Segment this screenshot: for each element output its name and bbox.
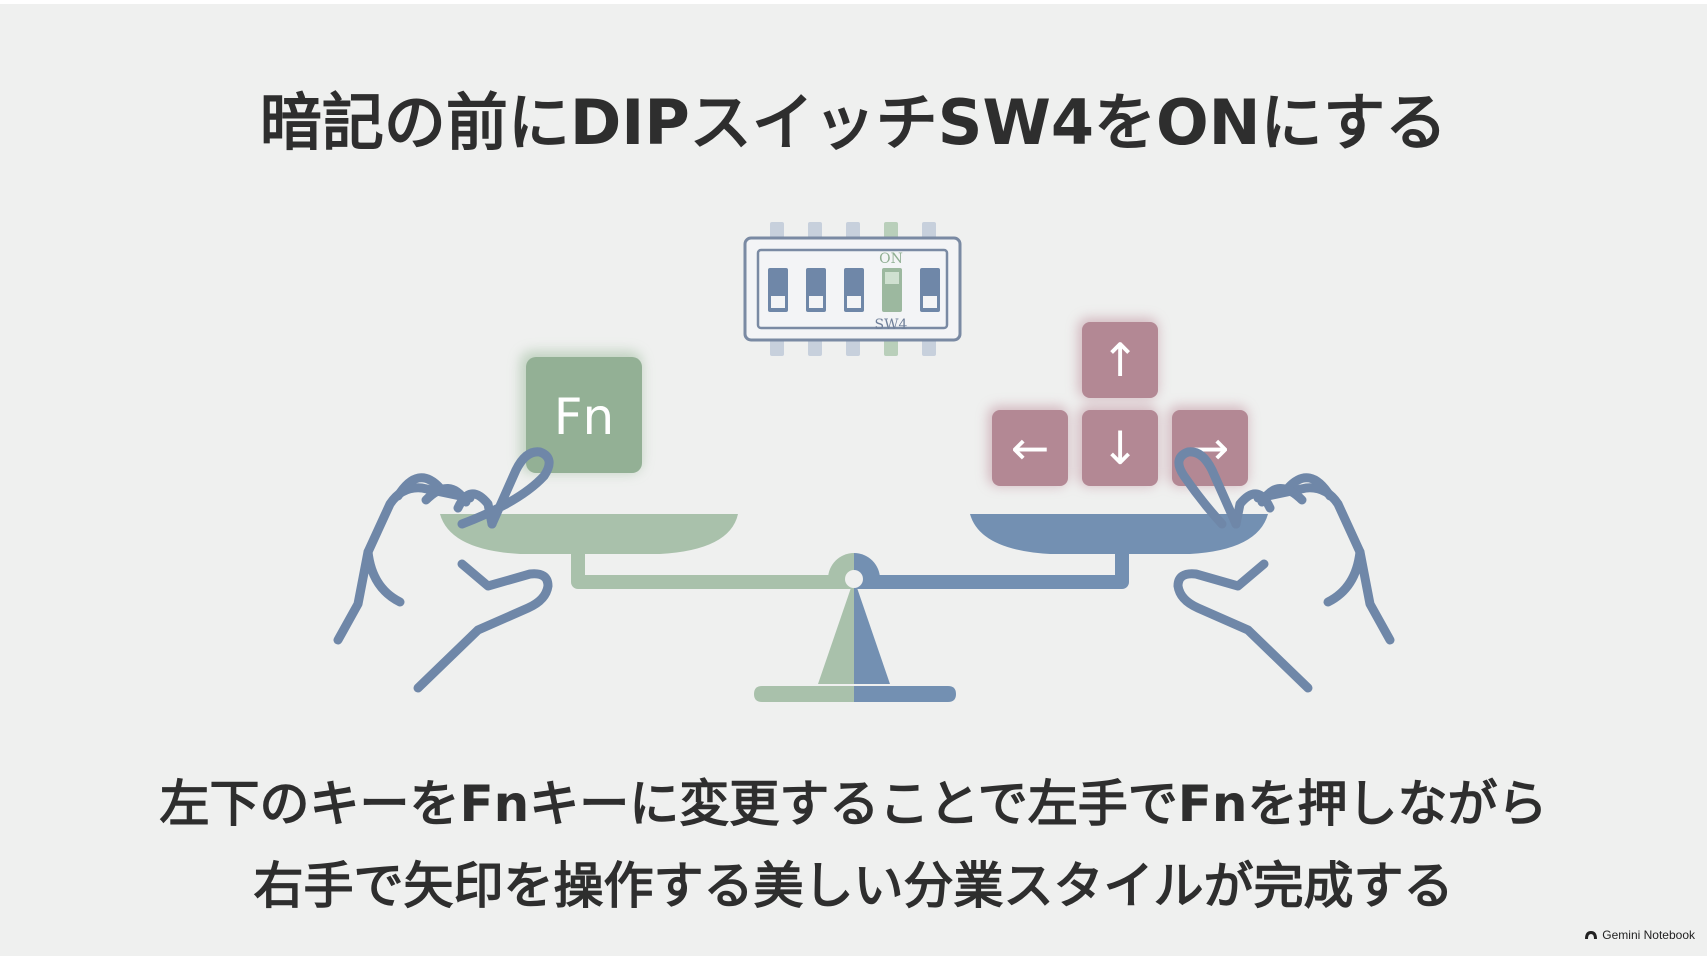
dip-switch-knob-5	[923, 296, 937, 308]
dip-switch: ON SW4	[743, 222, 962, 356]
caption-line-2: 右手で矢印を操作する美しい分業スタイルが完成する	[253, 857, 1454, 915]
right-arrow-key	[1172, 410, 1248, 486]
brand-name: Gemini Notebook	[1602, 928, 1695, 942]
right-hand-icon	[1173, 447, 1395, 693]
fn-key: Fn	[520, 351, 642, 473]
left-hand-icon	[333, 447, 554, 693]
dip-switch-knob-4	[885, 272, 899, 284]
dip-switch-knob-2	[809, 296, 823, 308]
down-arrow-icon: ↓	[1101, 421, 1140, 475]
dip-switch-knob-3	[847, 296, 861, 308]
notebook-logo-icon	[1585, 931, 1598, 939]
balance-scale	[440, 514, 1268, 702]
balance-illustration: ON SW4 Fn ↑ ←	[333, 222, 1395, 702]
dip-on-label: ON	[879, 251, 903, 267]
caption-line-1: 左下のキーをFnキーに変更することで左手でFnを押しながら	[159, 775, 1548, 833]
fn-key-label: Fn	[554, 388, 614, 446]
right-pan	[970, 514, 1268, 554]
up-arrow-icon: ↑	[1101, 333, 1140, 387]
slide: 暗記の前にDIPスイッチSW4をONにする	[0, 4, 1707, 956]
dip-switch-knob-1	[771, 296, 785, 308]
pivot-icon	[845, 570, 863, 588]
brand-watermark: Gemini Notebook	[1584, 928, 1695, 942]
slide-title: 暗記の前にDIPスイッチSW4をONにする	[259, 86, 1448, 159]
left-arrow-key	[992, 410, 1068, 486]
dip-sw4-label: SW4	[875, 317, 908, 333]
up-arrow-key	[1082, 322, 1158, 398]
down-arrow-key	[1082, 410, 1158, 486]
left-pan	[440, 514, 738, 554]
left-arrow-icon: ←	[1011, 421, 1050, 475]
